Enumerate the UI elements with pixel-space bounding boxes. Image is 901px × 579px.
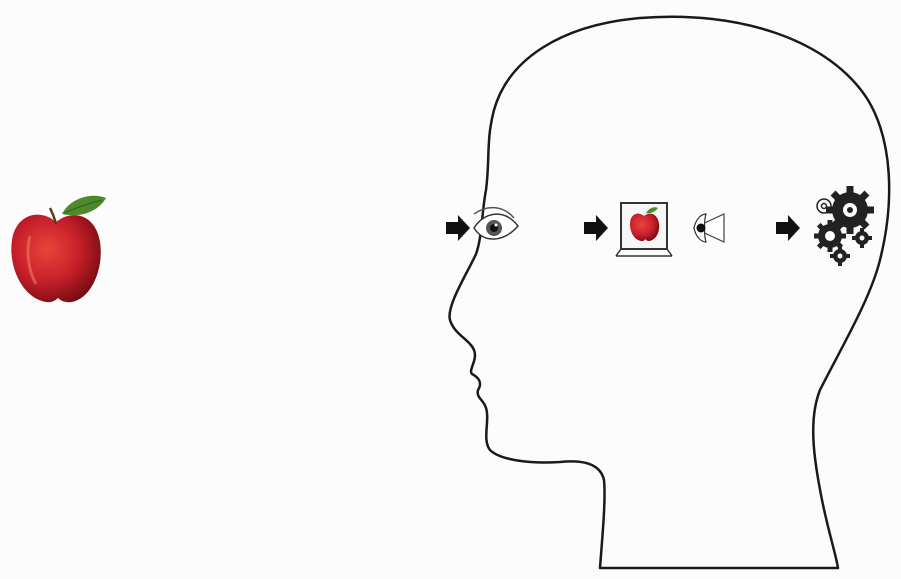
inner-eye-icon — [694, 214, 724, 242]
head-profile-outline — [450, 17, 890, 568]
right-arrow-icon — [446, 215, 470, 241]
eye-icon — [474, 208, 518, 239]
right-arrow-icon — [584, 215, 608, 241]
apple-icon — [11, 196, 106, 302]
right-arrow-icon — [776, 215, 800, 241]
gears-icon — [814, 186, 874, 266]
framed-apple-image-icon — [616, 203, 672, 256]
